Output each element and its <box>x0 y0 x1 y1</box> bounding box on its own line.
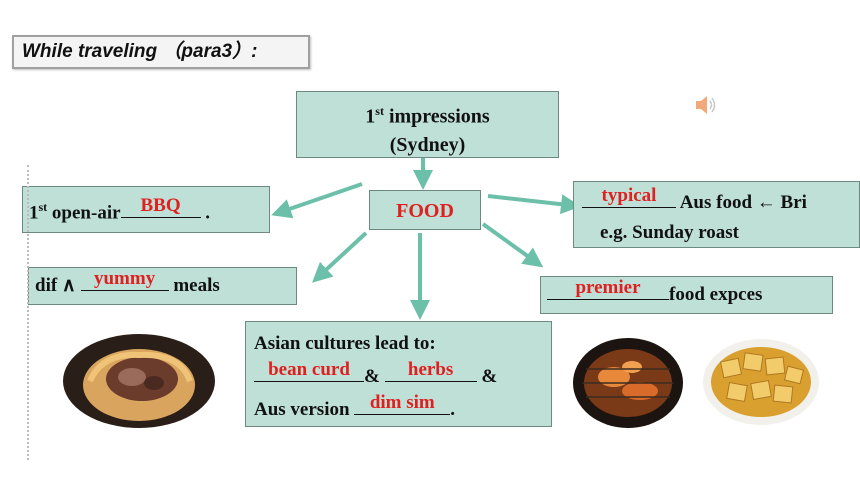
asian-line2: bean curd& herbs & <box>254 359 551 392</box>
speaker-icon[interactable] <box>694 94 718 116</box>
premier-box: premier food expces <box>540 276 833 314</box>
yummy-blank: yummy <box>80 268 169 291</box>
center-number: 1 <box>365 105 376 128</box>
bbq-text: open-air <box>47 202 121 224</box>
first-impressions-box: 1st impressions (Sydney) <box>296 91 559 158</box>
arrow-to-typical <box>487 194 581 215</box>
bbq-box: 1st open-air BBQ . <box>22 186 270 233</box>
left-dotted-guide <box>27 165 31 460</box>
section-title: While traveling （para3）: <box>12 35 310 69</box>
typical-answer: typical <box>601 185 657 206</box>
asian-line3-end: . <box>450 399 456 420</box>
typical-text-end: Bri <box>775 192 807 213</box>
bbq-answer: BBQ <box>140 195 181 217</box>
herbs-blank: herbs <box>384 359 477 382</box>
typical-box: typical Aus food ← Bri e.g. Sunday roast <box>573 181 860 248</box>
center-subtitle: (Sydney) <box>389 133 466 156</box>
asian-cultures-box: Asian cultures lead to: bean curd& herbs… <box>245 321 552 427</box>
yummy-text: dif ∧ <box>35 275 81 296</box>
bbq-blank: BBQ <box>120 195 201 219</box>
typical-blank: typical <box>582 185 676 208</box>
arrow-to-premier <box>481 222 544 268</box>
yummy-box: dif ∧ yummy meals <box>28 267 297 305</box>
typical-example: e.g. Sunday roast <box>600 222 740 243</box>
tofu-dish-photo <box>703 339 819 425</box>
food-box: FOOD <box>369 190 481 230</box>
premier-blank: premier <box>547 277 669 300</box>
bbq-sup: st <box>38 200 48 214</box>
asian-line3: Aus version dim sim. <box>254 392 551 425</box>
yummy-answer: yummy <box>93 268 156 289</box>
dim-sim-blank: dim sim <box>354 392 451 415</box>
center-sup: st <box>375 104 384 118</box>
bbq-text-after: . <box>200 202 211 224</box>
typical-text: Aus food <box>676 192 757 213</box>
herbs-answer: herbs <box>407 359 454 380</box>
bean-curd-answer: bean curd <box>268 359 350 380</box>
asian-line1: Asian cultures lead to: <box>254 333 436 354</box>
yummy-text-after: meals <box>168 275 220 296</box>
left-arrow-icon: ← <box>756 192 776 213</box>
dim-sim-answer: dim sim <box>369 392 435 413</box>
arrow-to-bbq <box>271 182 363 219</box>
arrow-to-yummy <box>312 231 368 283</box>
premier-text: food expces <box>669 284 763 305</box>
center-text: impressions <box>383 105 490 128</box>
bbq-number: 1 <box>29 202 39 224</box>
premier-answer: premier <box>575 277 641 298</box>
bean-curd-blank: bean curd <box>254 359 364 382</box>
asian-line3-text: Aus version <box>254 399 355 420</box>
barbecue-photo <box>573 338 683 428</box>
asian-amp2: & <box>476 366 498 387</box>
asian-amp1: & <box>364 366 385 387</box>
meat-pie-photo <box>63 334 215 428</box>
